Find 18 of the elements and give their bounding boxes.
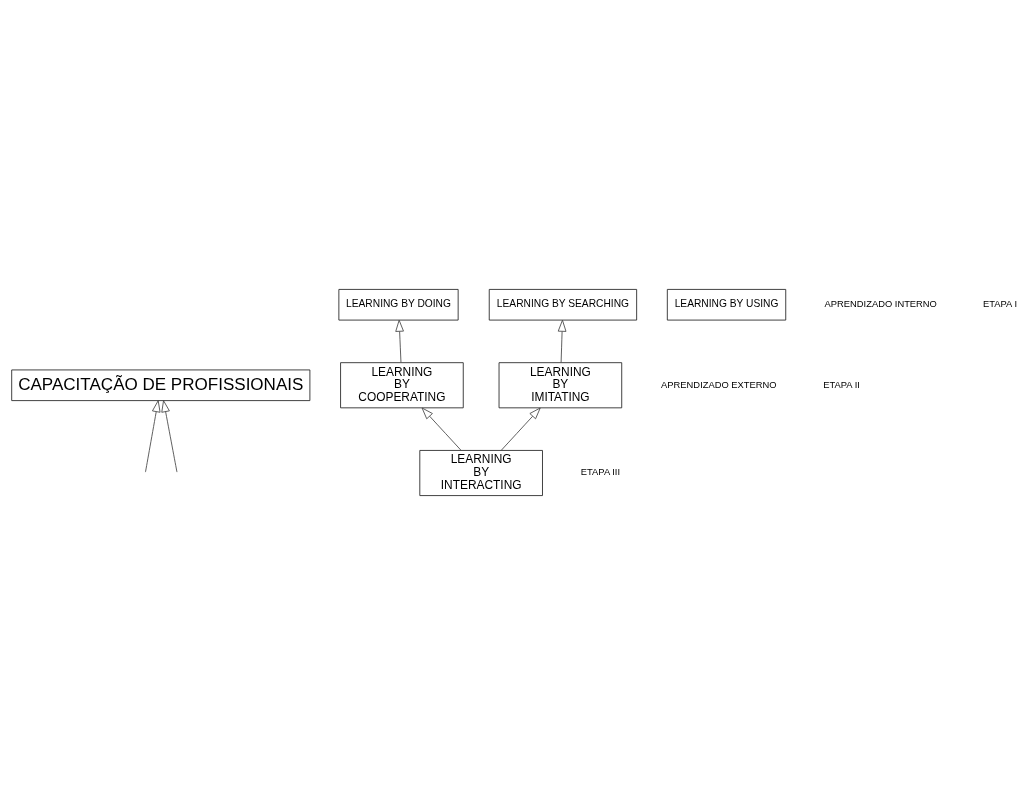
arrow xyxy=(395,319,404,363)
label: APRENDIZADO EXTERNO xyxy=(661,379,777,390)
label: ETAPA III xyxy=(580,467,621,478)
arrow xyxy=(145,400,161,473)
node-box: LEARNING BY SEARCHING xyxy=(488,289,638,321)
label: ETAPA I xyxy=(983,299,1018,310)
node-box: LEARNING BY DOING xyxy=(338,289,459,321)
node-box: LEARNING BY IMITATING xyxy=(498,362,623,409)
arrow xyxy=(421,407,462,451)
node-box: CAPACITAÇÃO DE PROFISSIONAIS xyxy=(11,369,311,401)
node-box: LEARNING BY USING xyxy=(666,289,787,321)
node-box: LEARNING BY INTERACTING xyxy=(419,450,543,496)
label: ETAPA II xyxy=(823,379,860,390)
label: APRENDIZADO INTERNO xyxy=(824,299,937,310)
arrow xyxy=(161,400,178,473)
arrow xyxy=(500,407,541,451)
arrow xyxy=(557,319,567,363)
node-box: LEARNING BY COOPERATING xyxy=(340,362,464,409)
